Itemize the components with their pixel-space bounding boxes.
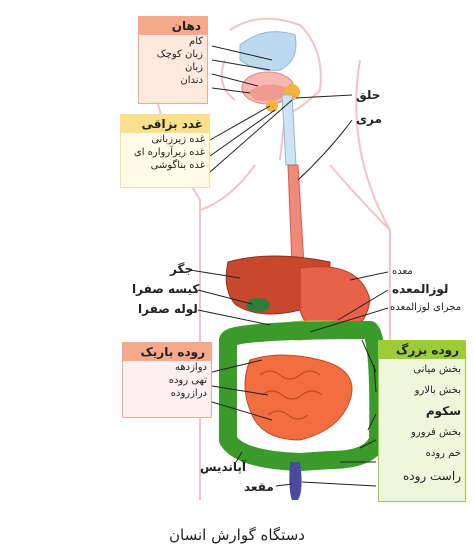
salivary-item-parotid: غده بناگوشی [150,160,205,171]
large-intestine-box-title: روده بزرگ [379,341,465,359]
label-stomach: معده [392,266,413,277]
mouth-box-title: دهان [139,17,207,35]
mouth-item-teeth: دندان [180,75,203,86]
label-esophagus: مری [356,112,382,126]
esophagus-tube [287,164,305,266]
salivary-item-sublingual: غده زیرزبانی [151,134,205,145]
leader-lines [189,45,389,487]
label-pancreas: لوزالمعده [392,282,449,296]
large-intestine-item-transverse: بخش میانی [413,364,461,375]
small-intestine-box: روده باریک دوازدهه تهی روده درازروده [122,342,212,418]
salivary-box-title: غدد بزاقی [121,115,209,133]
small-intestine-folds [259,370,323,420]
large-intestine-item-rectum: راست روده [402,469,461,483]
label-liver: جگر [170,262,194,276]
tongue-shape [248,84,292,101]
large-intestine-item-descending: بخش فرورو [411,427,461,438]
pharynx-tube [281,94,297,166]
mouth-item-uvula: زبان کوچک [156,49,203,60]
small-intestine-box-title: روده باریک [123,343,211,361]
label-gallbladder: کیسه صفرا [132,282,200,296]
mouth-item-tongue: زبان [184,62,203,73]
gallbladder-shape [246,298,270,312]
small-intestine-item-jejunum: تهی روده [168,375,207,386]
mouth-box: دهان کام زبان کوچک زبان دندان [138,16,208,104]
rectum-shape [289,462,302,500]
mouth-item-palate: کام [189,36,203,47]
nasal-cavity [239,31,297,71]
label-bile-duct: لوله صفرا [138,302,198,316]
large-intestine-item-ascending: بخش بالارو [414,385,461,396]
salivary-glands-box: غدد بزاقی غده زیرزبانی غده زیرآرواره ای … [120,114,210,188]
label-anus: مقعد [244,480,274,494]
salivary-item-submandibular: غده زیرآرواره ای [133,147,205,158]
large-intestine-item-cecum: سکوم [425,404,461,418]
label-pharynx: حلق [356,88,381,102]
large-intestine-box: روده بزرگ بخش میانی بخش بالارو سکوم بخش … [378,340,466,502]
large-intestine-item-sigmoid: خم روده [425,448,461,459]
page-title: دستگاه گوارش انسان [169,526,305,544]
small-intestine-item-duodenum: دوازدهه [175,362,207,373]
head-outline [220,17,322,161]
salivary-gland-sub [266,100,278,112]
small-intestine-item-ileum: درازروده [170,388,207,399]
label-pancreatic-duct: مجرای لوزالمعده [390,302,462,313]
label-appendix: آپاندیس [200,460,247,474]
